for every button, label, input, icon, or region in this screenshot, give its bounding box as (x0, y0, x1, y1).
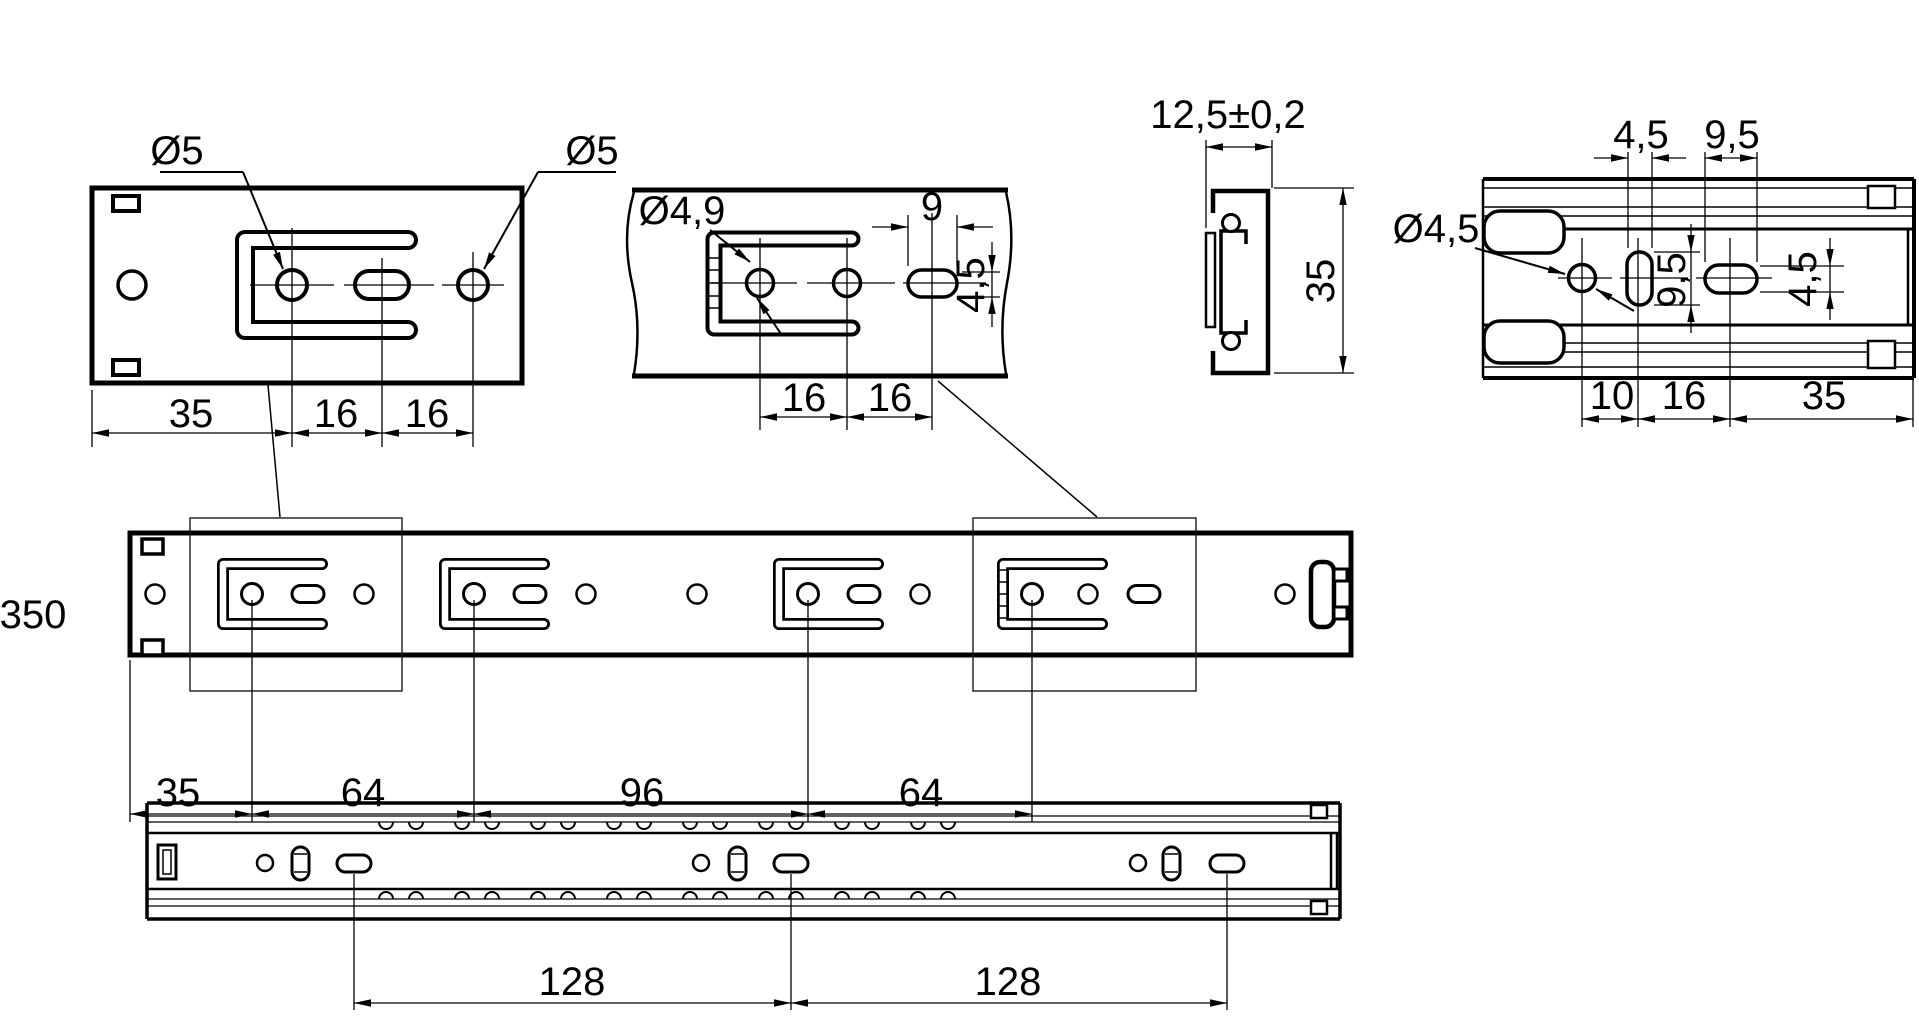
overall-length-label: 350 (0, 593, 66, 637)
dim-text-45: 4,5 (949, 257, 993, 313)
detail-callout-box-1 (189, 517, 403, 692)
hole-left (116, 269, 148, 301)
plate-notch-bottom (111, 358, 141, 377)
ball-top (1221, 213, 1241, 233)
dim-text-95-v: 9,5 (1650, 252, 1694, 308)
dim-text-35: 35 (1802, 374, 1847, 418)
notch-bottom-right (1866, 339, 1897, 370)
hole-label-d49: Ø4,9 (639, 189, 726, 233)
detail-leader-1 (267, 384, 281, 518)
leader-arrow (709, 229, 751, 263)
dim-text-16: 16 (1662, 374, 1707, 418)
lance-pattern-3 (773, 558, 931, 630)
lance-bend-hatch (999, 569, 1007, 619)
dim-text-16b: 16 (868, 376, 913, 420)
detail-leader-2 (937, 380, 1098, 518)
ball-retainer-top (378, 821, 956, 830)
view-rail-mounting: 35 64 96 64 350 (0, 380, 1354, 822)
ball-bottom (1221, 331, 1241, 351)
dim-text-35: 35 (156, 771, 201, 815)
plate-notch-top (111, 194, 141, 213)
dim-text-128a: 128 (539, 960, 606, 1004)
view-cross-section: 12,5±0,2 35 (1150, 93, 1354, 376)
rail-hole-c (1274, 583, 1296, 605)
lance-pattern-1 (217, 558, 375, 630)
rail-hole-a (144, 583, 166, 605)
break-line-right (1001, 191, 1013, 375)
view-plate-detail-left: 35 16 16 Ø5 Ø5 (89, 129, 619, 447)
hole-label-d45: Ø4,5 (1393, 207, 1480, 251)
dim-text-width: 12,5±0,2 (1150, 93, 1305, 137)
extension-lines (1581, 238, 1914, 427)
rail-notch-top-left (140, 537, 165, 556)
inner-member-profile (1219, 229, 1248, 335)
dim-text-9: 9 (921, 185, 943, 229)
notch-top-right (1309, 803, 1329, 820)
view-plate-detail-mid: 9 4,5 16 16 Ø4,9 (625, 185, 1013, 430)
drawer-member-edge (1204, 231, 1217, 329)
leader-arrow (1474, 247, 1566, 275)
dim-text-45-top: 4,5 (1613, 113, 1669, 157)
dim-text-16b: 16 (405, 392, 450, 436)
hole-group-3 (1128, 845, 1246, 882)
dim-text-64b: 64 (899, 771, 944, 815)
curl-top-left (1482, 209, 1566, 255)
view-side-detail-right: 4,5 9,5 9,5 4,5 10 16 35 Ø4,5 (1393, 113, 1916, 427)
leader-arrow-2 (483, 171, 539, 270)
rail-edges (632, 187, 1008, 379)
rail-hole-b (686, 583, 708, 605)
end-stop-bracket (1308, 559, 1337, 630)
dim-text-16a: 16 (782, 376, 827, 420)
extension-lines (91, 228, 474, 447)
dim-text-10: 10 (1590, 374, 1635, 418)
hole-label-d5-right: Ø5 (565, 129, 618, 173)
outer-member-profile (1210, 188, 1271, 376)
notch-bottom-right (1309, 899, 1329, 916)
notch-top-right (1866, 184, 1897, 210)
dim-text-95-top: 9,5 (1704, 113, 1760, 157)
dim-text-128b: 128 (975, 960, 1042, 1004)
break-line-left (625, 191, 639, 375)
hole-group-2 (691, 845, 810, 882)
dim-text-96: 96 (620, 771, 665, 815)
leader-arrow-2 (1595, 288, 1635, 312)
lance-pattern-2 (439, 558, 597, 630)
view-rail-side: 128 128 (145, 801, 1342, 1010)
dim-text-35: 35 (169, 392, 214, 436)
dim-text-16a: 16 (314, 392, 359, 436)
dim-text-45-v: 4,5 (1781, 251, 1825, 307)
rail-notch-bottom-left (140, 638, 165, 657)
dim-text-height: 35 (1299, 259, 1343, 304)
slot-horizontal (1703, 263, 1759, 295)
hole-label-d5-left: Ø5 (150, 129, 203, 173)
extension-lines (129, 600, 1033, 822)
leader-arrow-2 (756, 297, 782, 335)
leader-arrow-1 (242, 171, 284, 270)
hole-group-1 (255, 845, 373, 882)
centerlines-vertical (759, 213, 933, 430)
curl-bottom-left (1482, 319, 1566, 365)
dim-text-64a: 64 (341, 771, 386, 815)
ball-retainer-bottom (378, 891, 956, 900)
extension-lines (353, 874, 1228, 1010)
detail-callout-box-4 (972, 517, 1197, 692)
